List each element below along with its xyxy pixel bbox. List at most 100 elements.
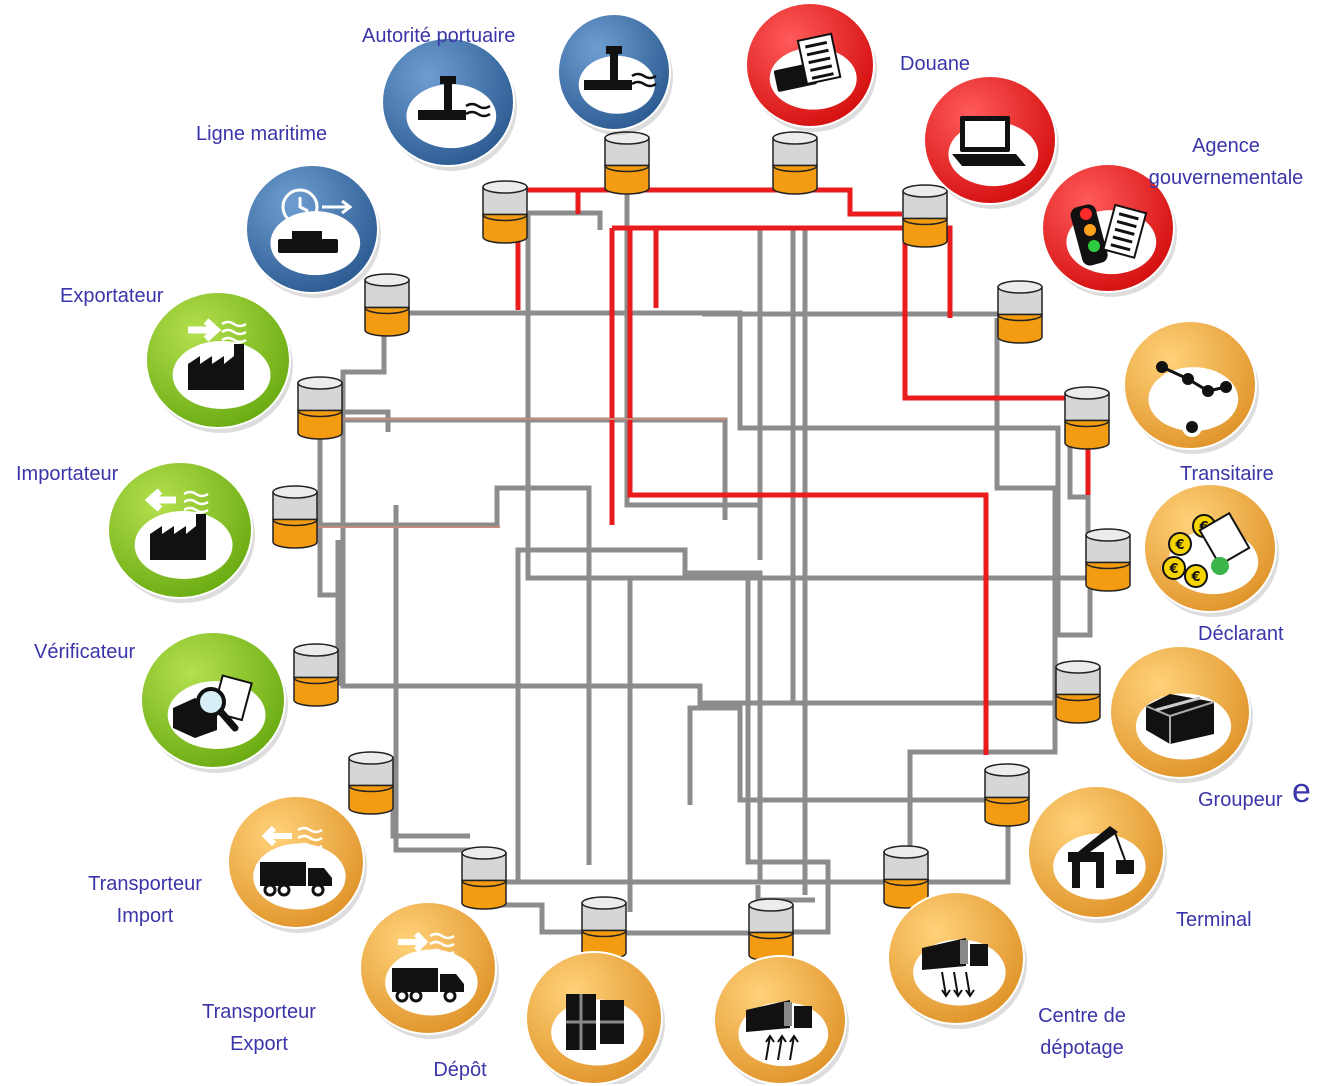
label-declarant: Déclarant [1198, 623, 1284, 645]
gray-link-23 [393, 505, 470, 853]
factory-import-icon [144, 488, 209, 560]
label-importateur: Importateur [16, 463, 119, 485]
label-exportateur: Exportateur [60, 285, 164, 307]
label-depot: Dépôt [433, 1059, 487, 1081]
gray-link-8 [296, 485, 592, 865]
container-load-icon [746, 1000, 812, 1061]
verificateur-node [140, 631, 288, 773]
laptop-icon [952, 116, 1026, 166]
network-nodes-icon [1156, 361, 1232, 437]
label-timport-line2: Import [116, 905, 174, 927]
customs-documents-icon [773, 32, 842, 92]
depot2-node [713, 955, 849, 1084]
database-icon [984, 763, 1030, 827]
database-icon [293, 643, 339, 707]
database-icon [997, 280, 1043, 344]
gray-link-20 [907, 318, 1058, 886]
warehouse-icon [566, 994, 624, 1050]
red-link-3 [612, 225, 953, 318]
gray-link-22 [687, 705, 988, 805]
gray-link-4 [340, 318, 1078, 706]
label-texport-line1: Transporteur [202, 1001, 316, 1023]
label-groupeur: Groupeur [1198, 789, 1283, 811]
factory-export-icon [188, 318, 247, 390]
timport-node [227, 795, 367, 933]
database-icon [772, 131, 818, 195]
database-icon [348, 751, 394, 815]
importateur-node [107, 461, 255, 603]
groupeur-node [1109, 645, 1253, 783]
label-agence: Agence gouvernementale [1140, 130, 1312, 194]
gray-link-3 [405, 310, 1093, 638]
database-icon [748, 898, 794, 962]
database-icon [364, 273, 410, 337]
label-agence-line1: Agence [1192, 135, 1260, 157]
label-verificateur: Vérificateur [34, 641, 136, 663]
gray-link-1 [528, 210, 603, 230]
autorite-tower-node [557, 13, 673, 135]
transitaire-node [1123, 320, 1259, 454]
database-icon [902, 184, 948, 248]
container-unload-icon [922, 938, 988, 998]
label-terminal: Terminal [1176, 909, 1252, 931]
gray-link-15 [745, 578, 831, 935]
database-icon [1055, 660, 1101, 724]
label-centre-line1: Centre de [1038, 1005, 1126, 1027]
label-ligne-maritime: Ligne maritime [196, 123, 328, 145]
label-transporteur-export: Transporteur Export [184, 996, 334, 1060]
label-transporteur-import: Transporteur Import [70, 868, 220, 932]
database-icon [581, 896, 627, 960]
douane-node [745, 2, 877, 132]
agence-node [1041, 163, 1177, 297]
database-icon [482, 180, 528, 244]
centre-node [887, 891, 1027, 1029]
label-agence-line2: gouvernementale [1148, 167, 1304, 189]
label-centre-depotage: Centre de dépotage [1020, 1000, 1144, 1064]
red-link-1 [518, 187, 902, 217]
euro-coins-document-icon: €€€€ [1162, 511, 1251, 588]
truck-import-icon [260, 825, 332, 897]
cropped-edge-text: e [1292, 772, 1311, 810]
database-icon [604, 131, 650, 195]
port-tower-icon [584, 46, 657, 90]
truck-export-icon [392, 931, 464, 1003]
gray-link-0 [525, 213, 1088, 581]
database-icon [272, 485, 318, 549]
svg-text:€: € [1168, 562, 1178, 577]
autorite-node [381, 37, 517, 171]
crane-icon [1068, 826, 1134, 888]
gray-link-21 [1067, 430, 1091, 555]
svg-text:€: € [1174, 538, 1184, 553]
texport-node [359, 901, 499, 1039]
gray-link-5 [330, 409, 391, 432]
declarant-node: €€€€ [1143, 483, 1279, 617]
ship-clock-icon [278, 188, 353, 253]
label-douane: Douane [900, 53, 971, 75]
traffic-light-document-icon [1070, 203, 1148, 266]
magnifier-box-icon [173, 674, 253, 738]
terminal-node [1027, 785, 1167, 923]
gray-link-2 [624, 168, 760, 508]
red-link-6 [627, 228, 989, 755]
label-centre-line2: dépotage [1040, 1037, 1124, 1059]
database-icon [883, 845, 929, 909]
connection-network [296, 168, 1093, 936]
ordinateur-node [923, 75, 1059, 209]
gray-link-11 [601, 912, 767, 936]
participant-icons: €€€€ [107, 2, 1279, 1084]
grouped-crates-icon [1145, 694, 1215, 744]
label-autorite-portuaire: Autorité portuaire [362, 25, 516, 47]
exportateur-node [145, 291, 293, 433]
label-transitaire: Transitaire [1180, 463, 1274, 485]
depot-node [525, 951, 665, 1084]
database-icon [1064, 386, 1110, 450]
database-icon [1085, 528, 1131, 592]
database-icon [297, 376, 343, 440]
gray-link-12 [515, 547, 763, 883]
database-nodes [272, 131, 1131, 962]
label-texport-line2: Export [230, 1033, 288, 1055]
svg-text:€: € [1190, 570, 1200, 585]
red-link-7 [902, 232, 1075, 401]
gray-link-9 [390, 780, 470, 839]
label-timport-line1: Transporteur [88, 873, 202, 895]
